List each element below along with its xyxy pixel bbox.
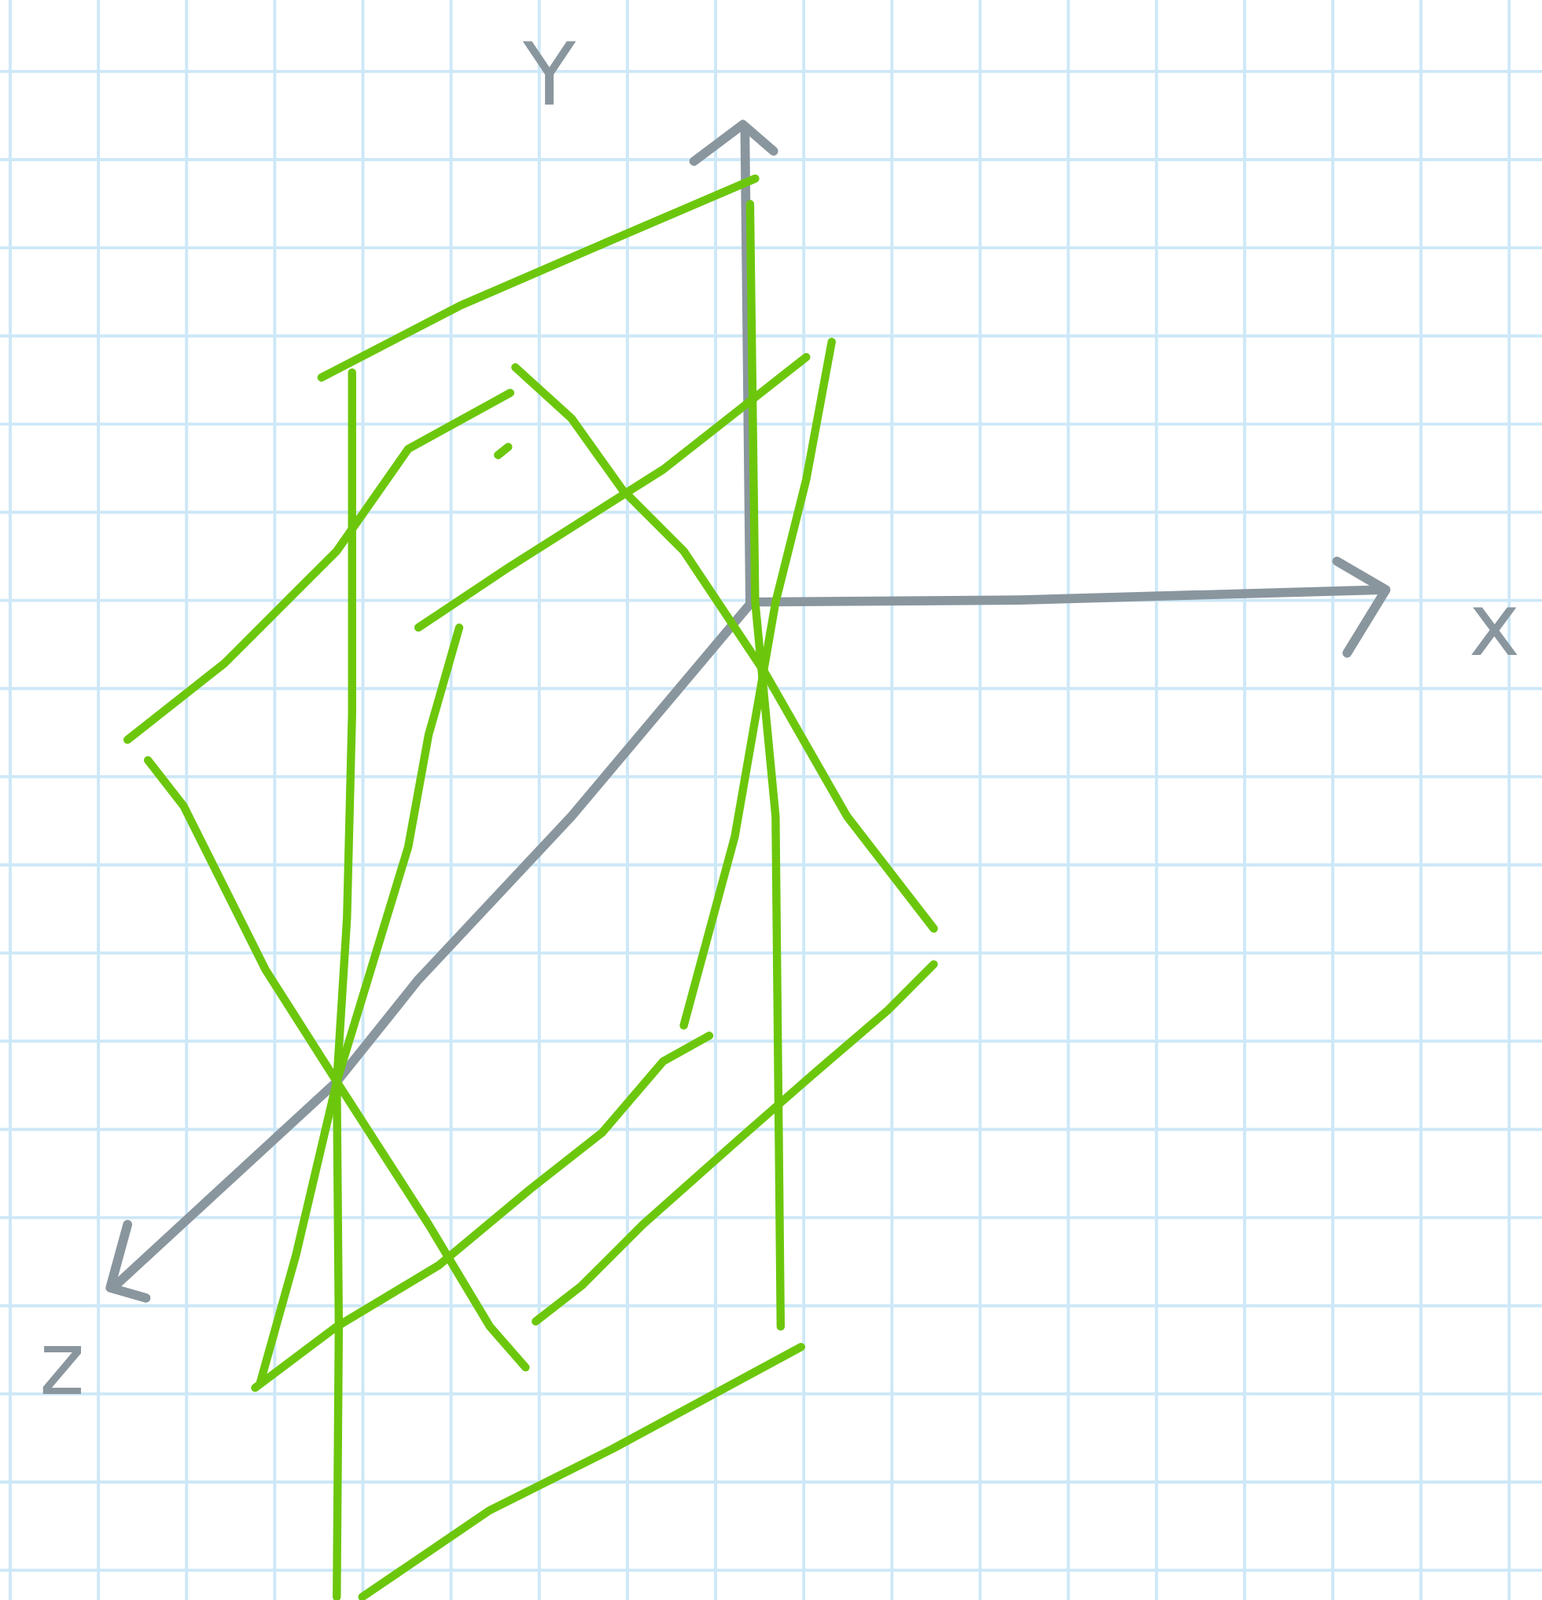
axis-label: z: [39, 1321, 85, 1408]
grid-line: [1155, 0, 1159, 1600]
grid-line: [0, 511, 1542, 515]
grid-line: [0, 422, 1542, 426]
grid-line: [1331, 0, 1335, 1600]
grid-line: [713, 0, 718, 1600]
axis-label: x: [1468, 581, 1520, 669]
green-line: [418, 356, 806, 628]
green-line: [147, 760, 526, 1368]
grid-line: [0, 1480, 1542, 1484]
green-line: [535, 964, 934, 1322]
green-planes: [127, 178, 934, 1598]
grid-line: [0, 863, 1542, 867]
x-axis: [750, 589, 1384, 603]
grid-line: [625, 0, 630, 1600]
grid-line: [537, 0, 541, 1600]
grid-line: [0, 1304, 1542, 1308]
grid-line: [96, 0, 100, 1600]
grid-line: [0, 1127, 1542, 1131]
grid-line: [978, 0, 982, 1600]
grid-line: [1507, 0, 1511, 1600]
grid-line: [0, 1392, 1542, 1396]
green-line: [127, 393, 511, 740]
grid-line: [1419, 0, 1423, 1600]
green-line: [684, 342, 832, 1027]
x-arrowhead: [1336, 561, 1386, 654]
grid-line: [890, 0, 894, 1600]
grid-line: [0, 246, 1542, 250]
green-line: [336, 372, 352, 1598]
green-line: [321, 178, 756, 378]
grid-line: [802, 0, 806, 1600]
grid-line: [0, 69, 1542, 74]
grid-line: [361, 0, 365, 1600]
grid-line: [272, 0, 277, 1600]
green-line: [362, 1346, 802, 1598]
green-line: [515, 367, 934, 929]
green-tick: [497, 446, 508, 455]
grid-line: [0, 1216, 1542, 1220]
green-line: [254, 1035, 710, 1388]
grid-line: [1243, 0, 1247, 1600]
y-arrowhead: [694, 124, 774, 162]
green-line: [750, 204, 781, 1328]
grid-line: [0, 334, 1542, 338]
grid-line: [0, 1568, 1542, 1572]
grid-line: [8, 0, 12, 1600]
z-arrowhead: [110, 1224, 146, 1298]
grid-line: [1067, 0, 1071, 1600]
grid-line: [449, 0, 453, 1600]
grid-line: [0, 951, 1542, 955]
grid-line: [0, 158, 1542, 162]
axis-label: Y: [522, 31, 576, 118]
grid-line: [184, 0, 188, 1600]
grid-line: [0, 1039, 1542, 1043]
